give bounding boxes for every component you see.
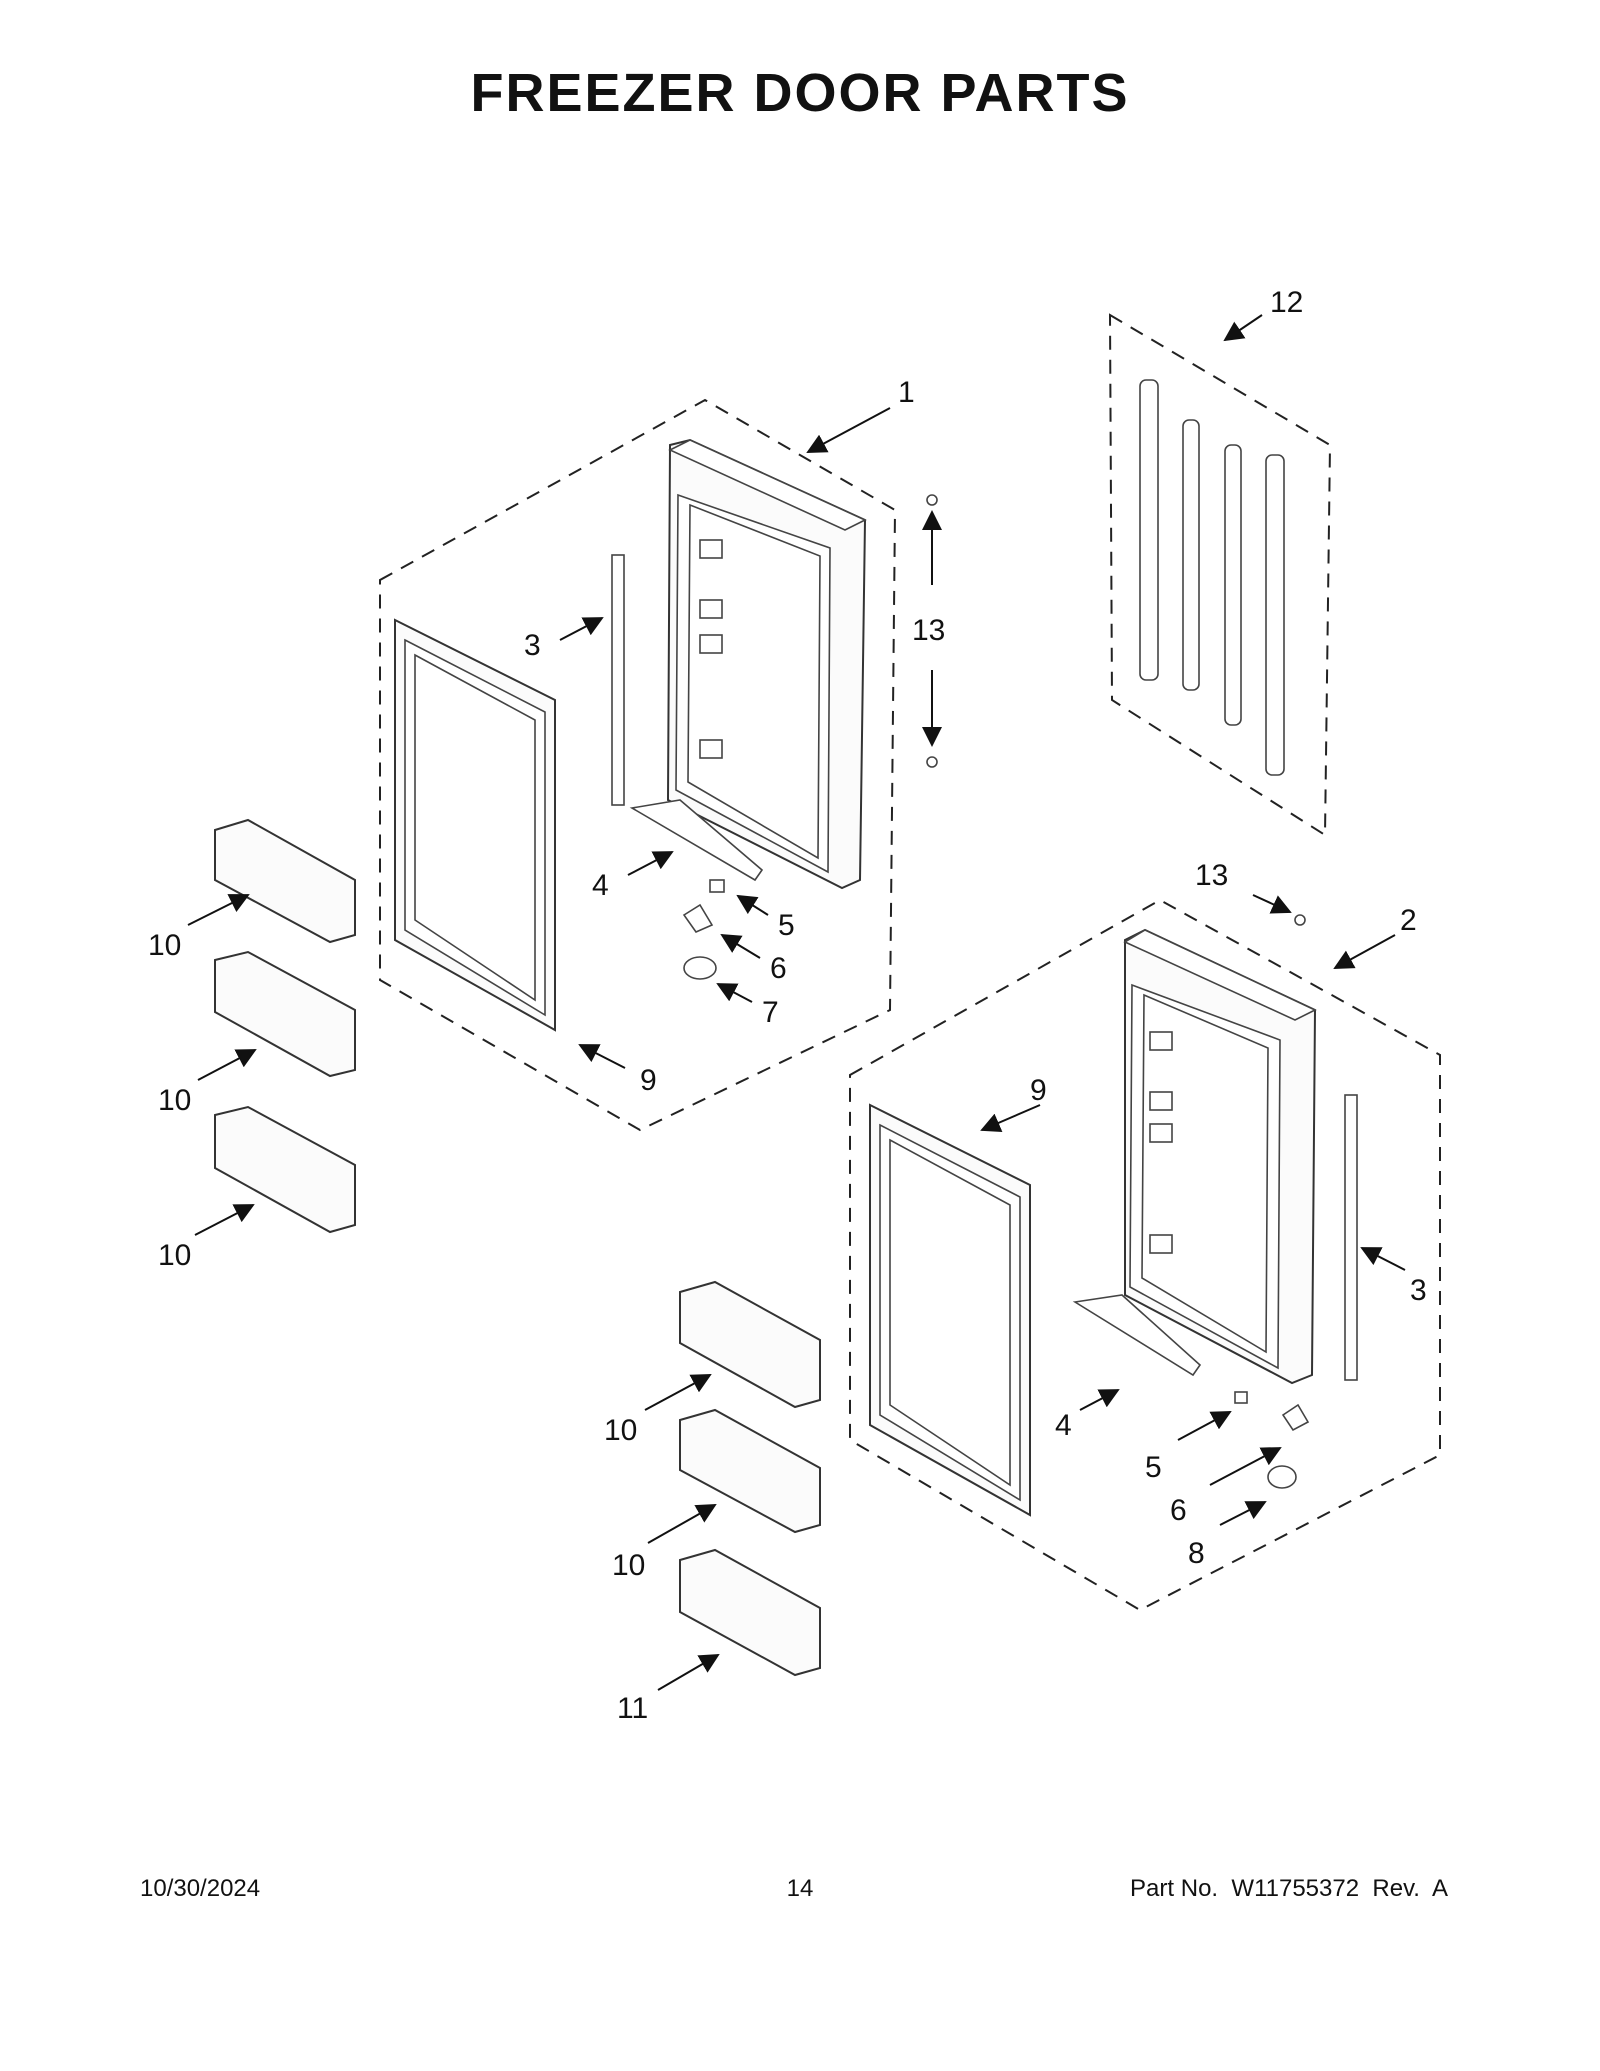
callout-6-right: 6 xyxy=(1170,1494,1187,1527)
left-door-body xyxy=(666,438,867,890)
left-part-5 xyxy=(709,879,725,893)
callout-2: 2 xyxy=(1400,904,1417,937)
page-title: FREEZER DOOR PARTS xyxy=(470,63,1130,123)
handles-boundary xyxy=(1108,313,1332,837)
callout-13-left: 13 xyxy=(912,614,945,647)
right-gasket-strip xyxy=(1344,1094,1358,1381)
callout-3-right: 3 xyxy=(1410,1274,1427,1307)
callout-10-d: 10 xyxy=(604,1414,637,1447)
callout-12: 12 xyxy=(1270,286,1303,319)
left-part-7 xyxy=(683,956,717,980)
callout-9-right: 9 xyxy=(1030,1074,1047,1107)
right-part-5 xyxy=(1234,1391,1248,1404)
footer-page-number: 14 xyxy=(786,1875,814,1902)
callout-10-e: 10 xyxy=(612,1549,645,1582)
callout-4-right: 4 xyxy=(1055,1409,1072,1442)
callout-5-left: 5 xyxy=(778,909,795,942)
left-door-bins xyxy=(214,818,356,1234)
callout-13-right: 13 xyxy=(1195,859,1228,892)
callout-7: 7 xyxy=(762,996,779,1029)
left-door-assembly-boundary xyxy=(379,398,897,1132)
callout-10-b: 10 xyxy=(158,1084,191,1117)
left-screw-top xyxy=(926,494,938,506)
callout-1: 1 xyxy=(898,376,915,409)
right-part-6 xyxy=(1281,1403,1310,1432)
right-door-body xyxy=(1123,928,1317,1385)
footer-part-number: Part No. W11755372 Rev. A xyxy=(1130,1875,1448,1902)
left-screw-bottom xyxy=(926,756,938,768)
callout-3-left: 3 xyxy=(524,629,541,662)
callout-10-a: 10 xyxy=(148,929,181,962)
callout-5-right: 5 xyxy=(1145,1451,1162,1484)
callout-9-left: 9 xyxy=(640,1064,657,1097)
callout-11: 11 xyxy=(617,1692,648,1725)
right-part-8 xyxy=(1267,1465,1297,1489)
callout-4-left: 4 xyxy=(592,869,609,902)
left-door-liner xyxy=(394,618,556,1032)
callout-6-left: 6 xyxy=(770,952,787,985)
callout-10-c: 10 xyxy=(158,1239,191,1272)
right-bottom-trim xyxy=(1072,1294,1202,1377)
callout-8: 8 xyxy=(1188,1537,1205,1570)
left-gasket-strip xyxy=(611,554,625,806)
left-bottom-trim xyxy=(629,799,764,882)
left-part-6 xyxy=(682,903,714,933)
right-door-liner xyxy=(869,1103,1031,1517)
right-screw xyxy=(1294,914,1306,926)
handles xyxy=(1139,379,1285,776)
center-door-bins xyxy=(679,1280,821,1677)
footer-date: 10/30/2024 xyxy=(140,1875,261,1902)
